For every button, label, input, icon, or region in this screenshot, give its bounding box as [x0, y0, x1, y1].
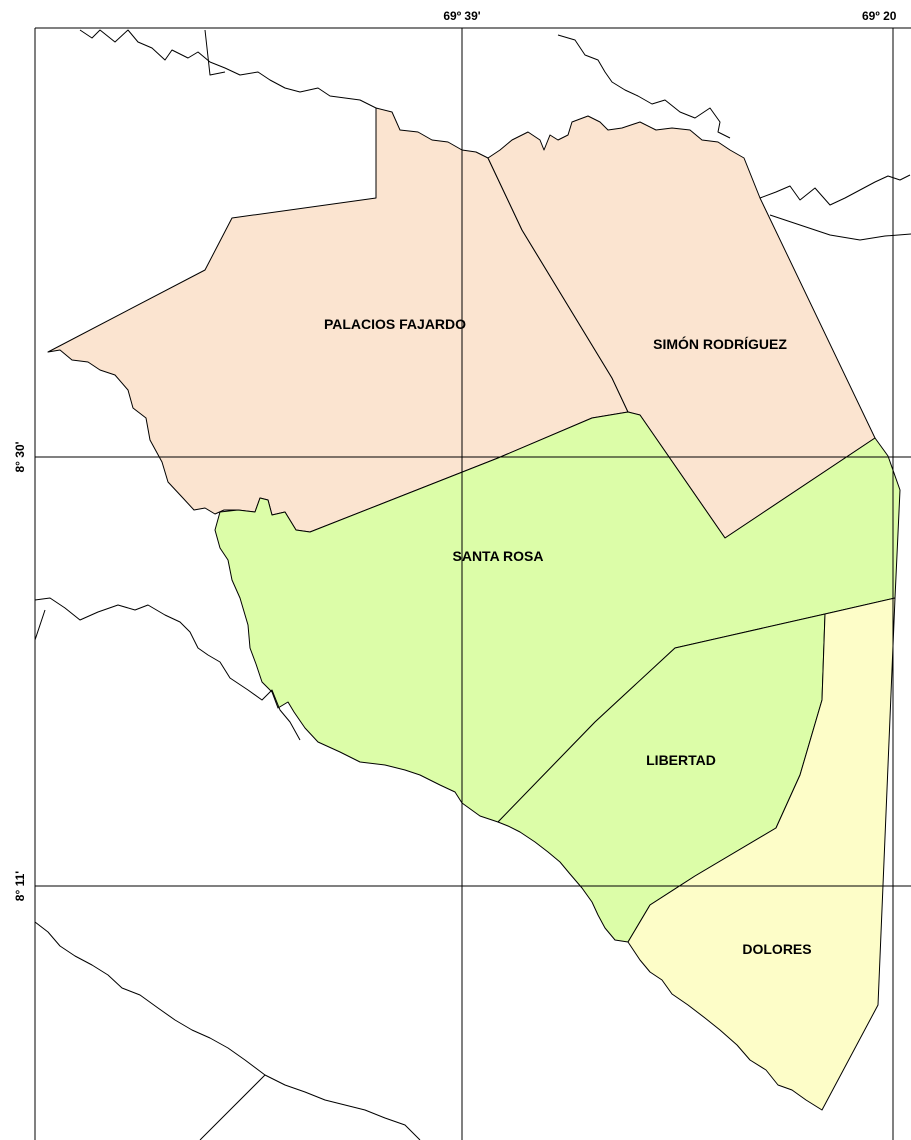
longitude-label: 69º 39'	[443, 9, 480, 23]
river-line	[34, 609, 46, 641]
latitude-label: 8° 11'	[13, 871, 27, 901]
river-line	[557, 34, 731, 139]
region-label-santa-rosa: SANTA ROSA	[453, 548, 544, 564]
river-line	[34, 921, 421, 1140]
river-line	[759, 174, 911, 206]
region-label-libertad: LIBERTAD	[646, 752, 716, 768]
river-line	[769, 214, 911, 241]
river-line	[199, 1074, 266, 1140]
region-label-palacios-fajardo: PALACIOS FAJARDO	[324, 316, 466, 332]
region-label-dolores: DOLORES	[742, 941, 811, 957]
region-dolores[interactable]	[627, 597, 896, 1111]
region-label-simon-rodriguez: SIMÓN RODRÍGUEZ	[653, 335, 787, 352]
region-santa-rosa[interactable]	[214, 411, 901, 823]
river-line	[34, 597, 301, 741]
longitude-label: 69º 20	[862, 9, 897, 23]
river-line	[79, 29, 377, 109]
river-line	[204, 29, 226, 76]
latitude-label: 8° 30'	[13, 441, 27, 472]
